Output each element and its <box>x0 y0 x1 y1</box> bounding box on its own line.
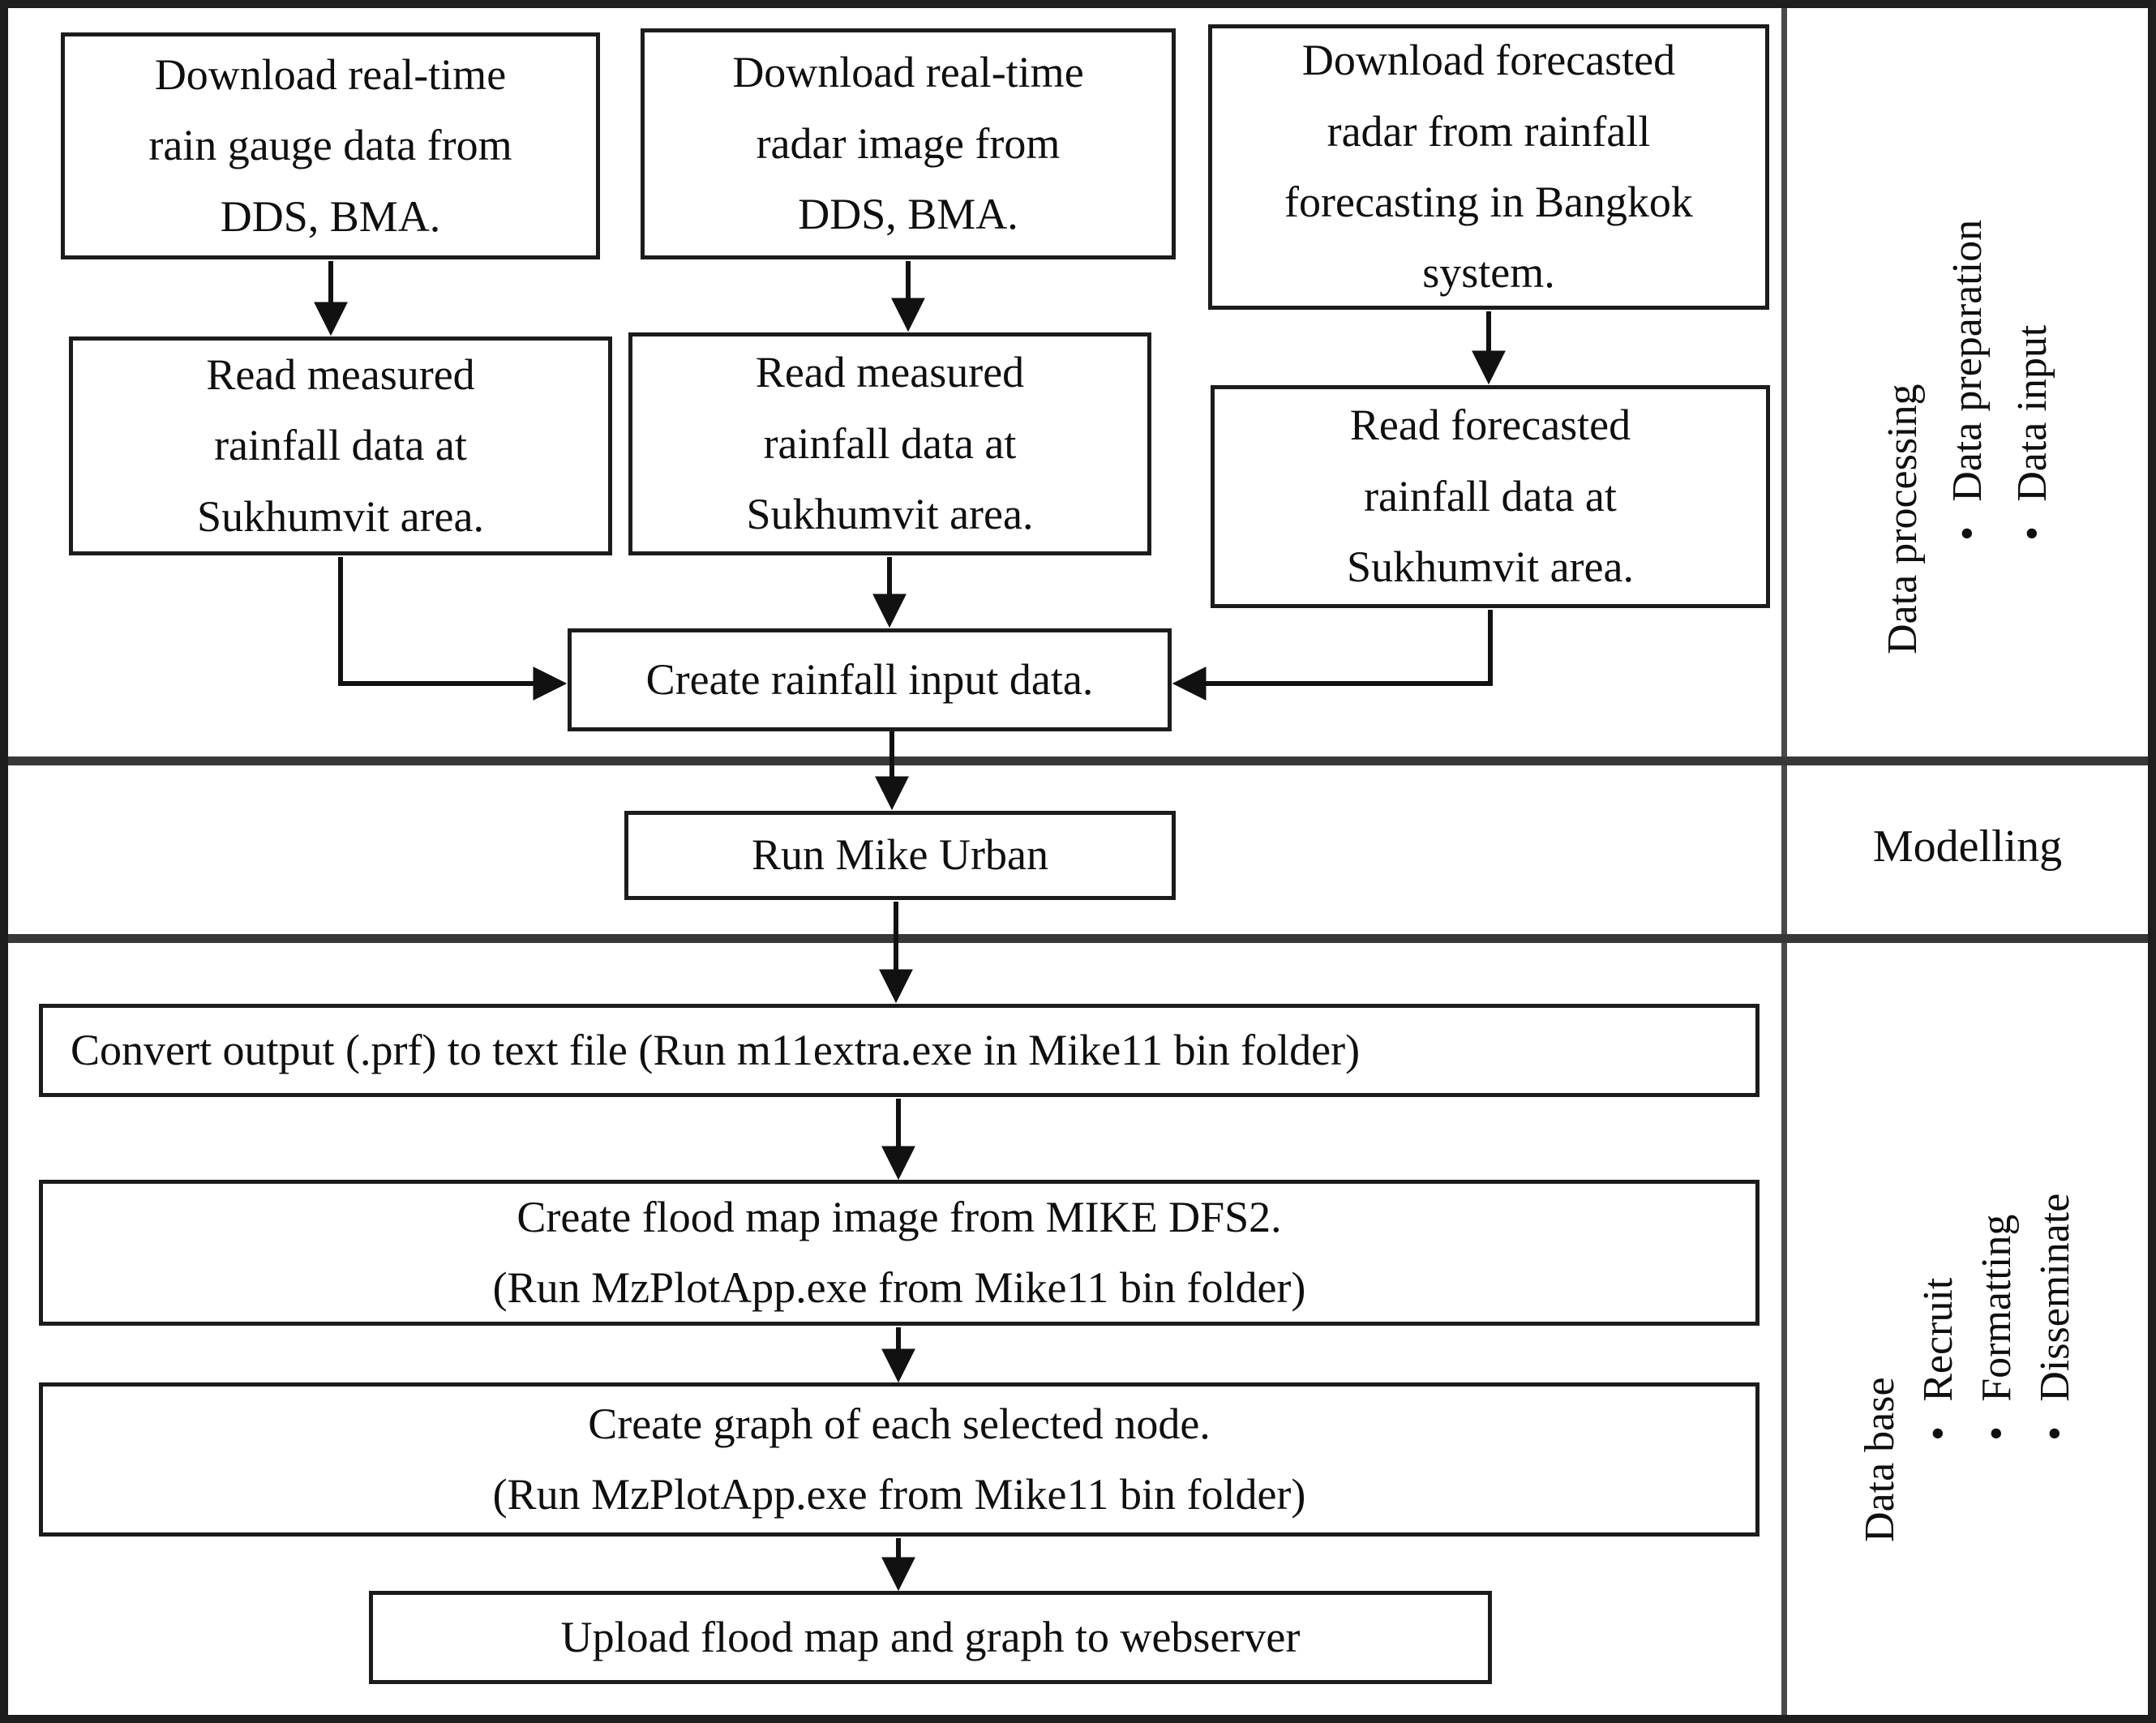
node-download-rain-gauge: Download real-time rain gauge data from … <box>61 32 600 259</box>
side-item-text: Data preparation <box>1944 219 1991 502</box>
side-heading-text: Data processing <box>1879 383 1926 654</box>
bullet-icon: • <box>1914 1425 1961 1441</box>
sidebar-separator-line <box>1781 0 1787 1723</box>
side-item-data-input: • Data input <box>2000 34 2065 731</box>
side-item-disseminate: • Disseminate <box>2026 971 2085 1684</box>
node-upload-webserver: Upload flood map and graph to webserver <box>369 1591 1492 1684</box>
rotated-label-group: Data processing • Data preparation • Data … <box>1871 34 2065 731</box>
side-item-text: Recruit <box>1914 1277 1961 1402</box>
side-heading-modelling: Modelling <box>1872 821 2063 872</box>
side-item-text: Data input <box>2008 324 2055 502</box>
side-heading-text: Data base <box>1856 1376 1903 1542</box>
connector-read3-to-create <box>1172 610 1493 701</box>
node-run-mike-urban: Run Mike Urban <box>624 811 1176 900</box>
node-download-radar-image: Download real-time radar image from DDS,… <box>641 28 1176 259</box>
bullet-icon: • <box>1973 1425 2020 1441</box>
side-item-recruit: • Recruit <box>1910 971 1968 1684</box>
node-create-flood-map: Create flood map image from MIKE DFS2. (… <box>39 1180 1760 1326</box>
side-item-data-preparation: • Data preparation <box>1935 34 2000 731</box>
node-read-forecasted: Read forecasted rainfall data at Sukhumv… <box>1211 385 1770 608</box>
side-heading-data-base: Data base <box>1851 971 1910 1684</box>
sidebar-section-data-base: Data base • Recruit • Formatting • Dissemin… <box>1787 945 2148 1709</box>
node-create-graph: Create graph of each selected node. (Run… <box>39 1382 1760 1537</box>
sidebar-section-modelling: Modelling <box>1787 767 2148 926</box>
rotated-label-group: Data base • Recruit • Formatting • Dissemin… <box>1851 971 2085 1684</box>
side-heading-data-processing: Data processing <box>1871 34 1935 731</box>
connector-read1-to-create <box>338 557 568 701</box>
side-item-formatting: • Formatting <box>1968 971 2026 1684</box>
node-create-rainfall-input: Create rainfall input data. <box>568 628 1172 731</box>
node-read-measured-radar: Read measured rainfall data at Sukhumvit… <box>628 332 1151 555</box>
side-item-text: Formatting <box>1973 1214 2020 1402</box>
bullet-icon: • <box>2031 1425 2078 1441</box>
divider-processing-modelling <box>0 756 2156 765</box>
node-convert-output: Convert output (.prf) to text file (Run … <box>39 1004 1760 1097</box>
divider-modelling-database <box>0 934 2156 943</box>
bullet-icon: • <box>2008 525 2055 541</box>
node-download-forecast-radar: Download forecasted radar from rainfall … <box>1208 24 1769 310</box>
side-item-text: Disseminate <box>2031 1193 2078 1402</box>
node-read-measured-gauge: Read measured rainfall data at Sukhumvit… <box>69 336 612 555</box>
bullet-icon: • <box>1944 525 1991 541</box>
sidebar-section-data-processing: Data processing • Data preparation • Data … <box>1787 8 2148 756</box>
